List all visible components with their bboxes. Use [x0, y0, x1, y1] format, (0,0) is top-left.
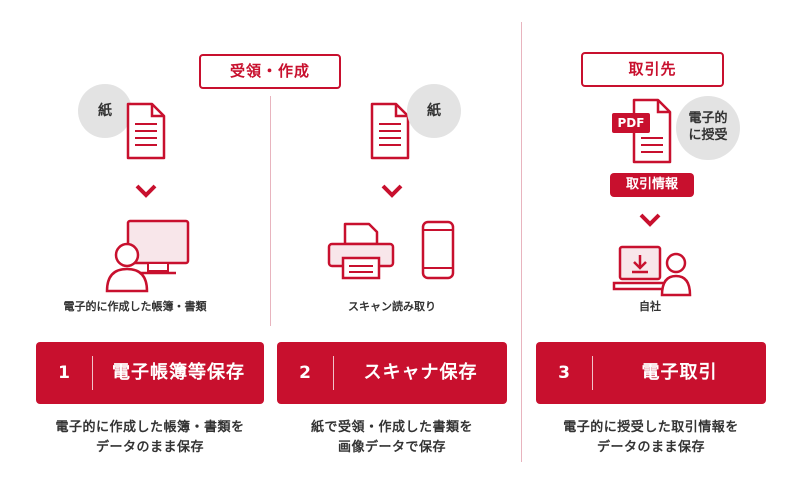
chevron-down-icon — [639, 213, 661, 227]
transaction-info-badge: 取引情報 — [610, 173, 694, 197]
scanner-icon — [327, 222, 395, 280]
divider-center — [270, 96, 271, 326]
category-box-1: 1 電子帳簿等保存 — [36, 342, 264, 404]
description-line1: 電子的に作成した帳簿・書類を — [55, 420, 245, 435]
category-box-3: 3 電子取引 — [536, 342, 766, 404]
category-title: 電子帳簿等保存 — [112, 362, 245, 383]
pdf-label: PDF — [612, 113, 650, 133]
computer-user-icon — [105, 219, 190, 293]
caption-col1: 電子的に作成した帳簿・書類 — [63, 300, 207, 313]
caption-col2: スキャン読み取り — [348, 300, 436, 313]
chevron-down-icon — [135, 184, 157, 198]
electronic-receive-line2: に授受 — [688, 128, 728, 143]
paper-label: 紙 — [427, 103, 441, 119]
description-line1: 電子的に授受した取引情報を — [563, 420, 739, 435]
category-number: 3 — [558, 363, 570, 383]
laptop-user-icon — [612, 245, 692, 297]
smartphone-icon — [421, 220, 455, 280]
category-separator — [592, 356, 593, 390]
category-separator — [92, 356, 93, 390]
document-icon — [126, 102, 166, 160]
category-number: 1 — [58, 363, 70, 383]
description-line2: データのまま保存 — [596, 440, 705, 455]
divider-right — [521, 22, 522, 462]
category-title: スキャナ保存 — [363, 362, 478, 383]
description-line1: 紙で受領・作成した書類を — [310, 420, 473, 435]
description-line2: データのまま保存 — [95, 440, 204, 455]
description-col2: 紙で受領・作成した書類を 画像データで保存 — [272, 418, 512, 458]
paper-circle-1: 紙 — [78, 84, 132, 138]
chevron-down-icon — [381, 184, 403, 198]
description-line2: 画像データで保存 — [337, 440, 446, 455]
category-separator — [333, 356, 334, 390]
tag-counterparty: 取引先 — [581, 52, 724, 87]
category-number: 2 — [299, 363, 311, 383]
electronic-receive-line1: 電子的 — [688, 111, 728, 126]
category-box-2: 2 スキャナ保存 — [277, 342, 507, 404]
caption-col3: 自社 — [639, 300, 661, 313]
document-icon — [370, 102, 410, 160]
paper-circle-2: 紙 — [407, 84, 461, 138]
description-col1: 電子的に作成した帳簿・書類を データのまま保存 — [20, 418, 280, 458]
paper-label: 紙 — [98, 103, 112, 119]
category-title: 電子取引 — [641, 362, 718, 383]
electronic-receive-circle: 電子的 に授受 — [676, 96, 740, 160]
tag-receive-create: 受領・作成 — [199, 54, 341, 89]
description-col3: 電子的に授受した取引情報を データのまま保存 — [526, 418, 776, 458]
